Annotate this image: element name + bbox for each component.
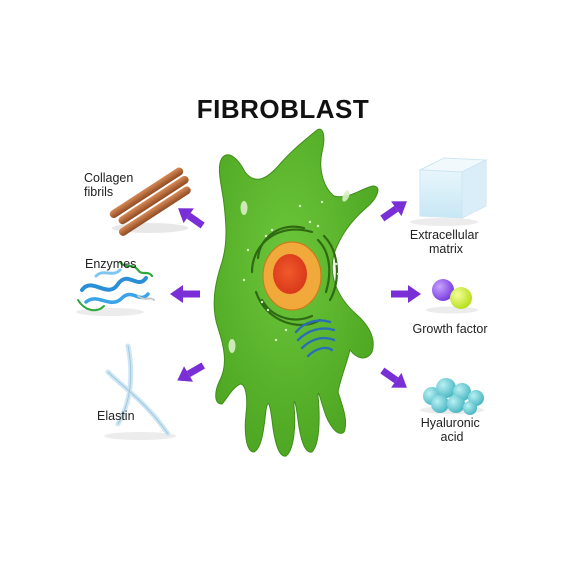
hyaluronic-acid-icon: [420, 378, 484, 415]
endoplasmic-reticulum: [250, 225, 338, 327]
arrow-to-extracellular-matrix: [380, 201, 407, 222]
vacuole: [342, 190, 350, 202]
golgi-apparatus: [294, 319, 336, 358]
arrow-to-growth-factor: [391, 285, 421, 303]
label-growth-factor: Growth factor: [412, 322, 487, 336]
label-elastin: Elastin: [97, 409, 135, 423]
enzyme-protein-icon: [76, 260, 155, 316]
label-hyaluronic-acid: Hyaluronic acid: [421, 416, 484, 444]
diagram-title: FIBROBLAST: [197, 94, 370, 124]
label-enzymes: Enzymes: [85, 257, 136, 271]
arrow-to-enzymes: [170, 285, 200, 303]
arrow-to-collagen: [178, 208, 205, 229]
label-extracellular-matrix: Extracellular matrix: [410, 228, 482, 256]
label-collagen: Collagen fibrils: [84, 171, 137, 199]
nucleus: [262, 241, 322, 311]
arrow-to-hyaluronic-acid: [380, 367, 407, 388]
vacuole: [240, 201, 248, 215]
elastin-fiber-icon: [104, 343, 176, 440]
arrow-to-elastin: [177, 362, 206, 382]
vacuole: [228, 339, 236, 353]
ribosome-dots: [242, 200, 340, 342]
fibroblast-cell: [213, 128, 379, 457]
growth-factor-spheres-icon: [426, 279, 478, 314]
labels: Collagen fibrils Enzymes Elastin Extrace…: [84, 171, 488, 444]
matrix-cube-icon: [410, 157, 488, 226]
collagen-fibrils-icon: [109, 167, 191, 236]
arrows: [170, 201, 421, 388]
